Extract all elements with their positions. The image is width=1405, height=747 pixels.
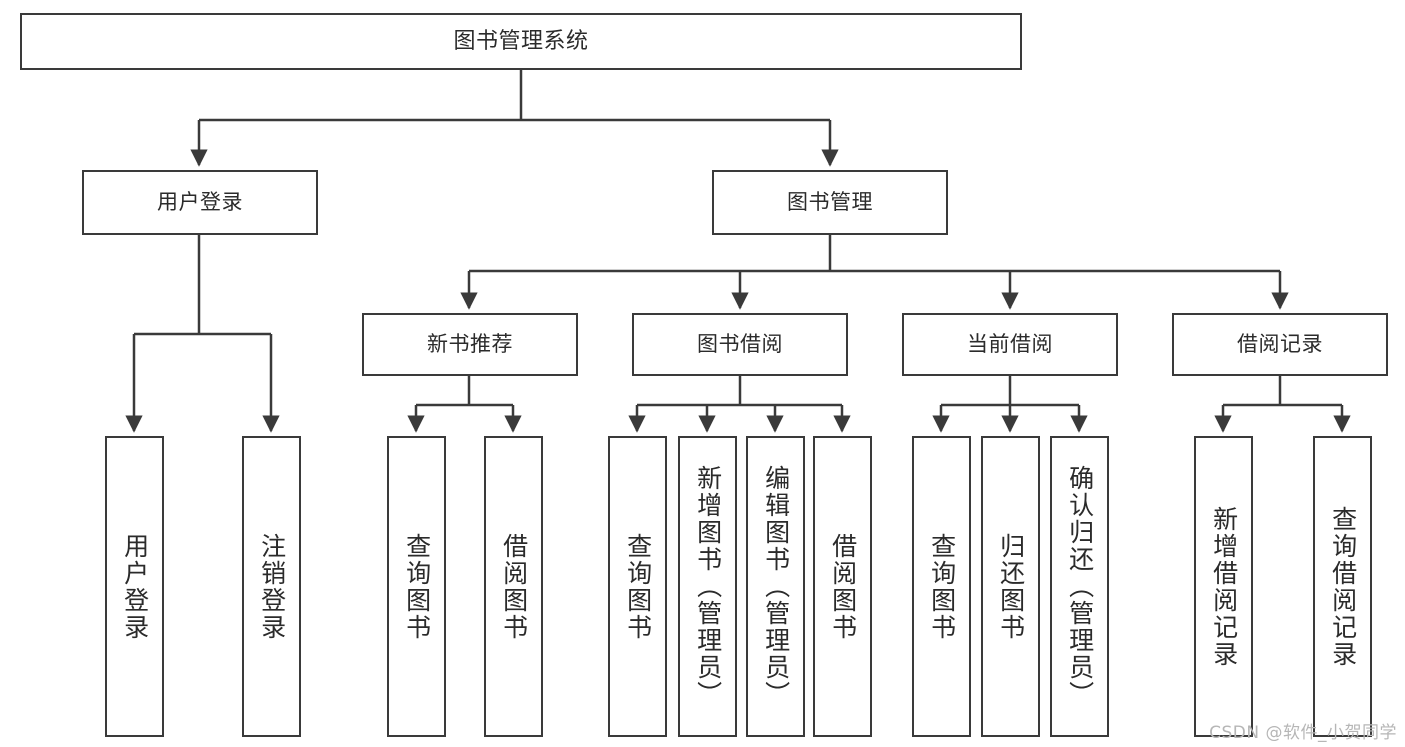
node-label: 注销登录 [257,532,287,641]
node-label: 编辑图书（管理员） [761,465,791,708]
leaf-user-login-login[interactable]: 用户登录 [105,436,164,737]
node-label: 查询图书 [402,532,432,641]
watermark-text: CSDN @软件_小贺同学 [1209,723,1397,743]
node-label: 图书管理 [787,190,873,215]
node-user-login[interactable]: 用户登录 [82,170,318,235]
node-label: 新增借阅记录 [1209,505,1239,668]
node-label: 用户登录 [120,532,150,641]
leaf-borrow-query-book[interactable]: 查询图书 [608,436,667,737]
node-label: 借阅图书 [499,532,529,641]
node-label: 查询图书 [927,532,957,641]
leaf-record-add-record[interactable]: 新增借阅记录 [1194,436,1253,737]
leaf-borrow-add-book-admin[interactable]: 新增图书（管理员） [678,436,737,737]
node-label: 查询借阅记录 [1328,505,1358,668]
leaf-current-query-book[interactable]: 查询图书 [912,436,971,737]
leaf-borrow-edit-book-admin[interactable]: 编辑图书（管理员） [746,436,805,737]
leaf-borrow-borrow-book[interactable]: 借阅图书 [813,436,872,737]
leaf-recommend-borrow-book[interactable]: 借阅图书 [484,436,543,737]
node-label: 借阅图书 [828,532,858,641]
node-new-book-recommend[interactable]: 新书推荐 [362,313,578,376]
node-label: 借阅记录 [1237,332,1323,357]
node-label: 图书借阅 [697,332,783,357]
node-root-system[interactable]: 图书管理系统 [20,13,1022,70]
node-label: 图书管理系统 [453,28,589,54]
node-borrow-record[interactable]: 借阅记录 [1172,313,1388,376]
leaf-record-query-record[interactable]: 查询借阅记录 [1313,436,1372,737]
leaf-current-confirm-return-admin[interactable]: 确认归还（管理员） [1050,436,1109,737]
node-label: 新书推荐 [427,332,513,357]
leaf-recommend-query-book[interactable]: 查询图书 [387,436,446,737]
node-label: 确认归还（管理员） [1065,465,1095,708]
node-book-borrow[interactable]: 图书借阅 [632,313,848,376]
node-label: 查询图书 [623,532,653,641]
node-label: 归还图书 [996,532,1026,641]
node-label: 用户登录 [157,190,243,215]
node-current-borrow[interactable]: 当前借阅 [902,313,1118,376]
node-label: 新增图书（管理员） [693,465,723,708]
node-book-management[interactable]: 图书管理 [712,170,948,235]
leaf-current-return-book[interactable]: 归还图书 [981,436,1040,737]
leaf-user-login-logout[interactable]: 注销登录 [242,436,301,737]
node-label: 当前借阅 [967,332,1053,357]
